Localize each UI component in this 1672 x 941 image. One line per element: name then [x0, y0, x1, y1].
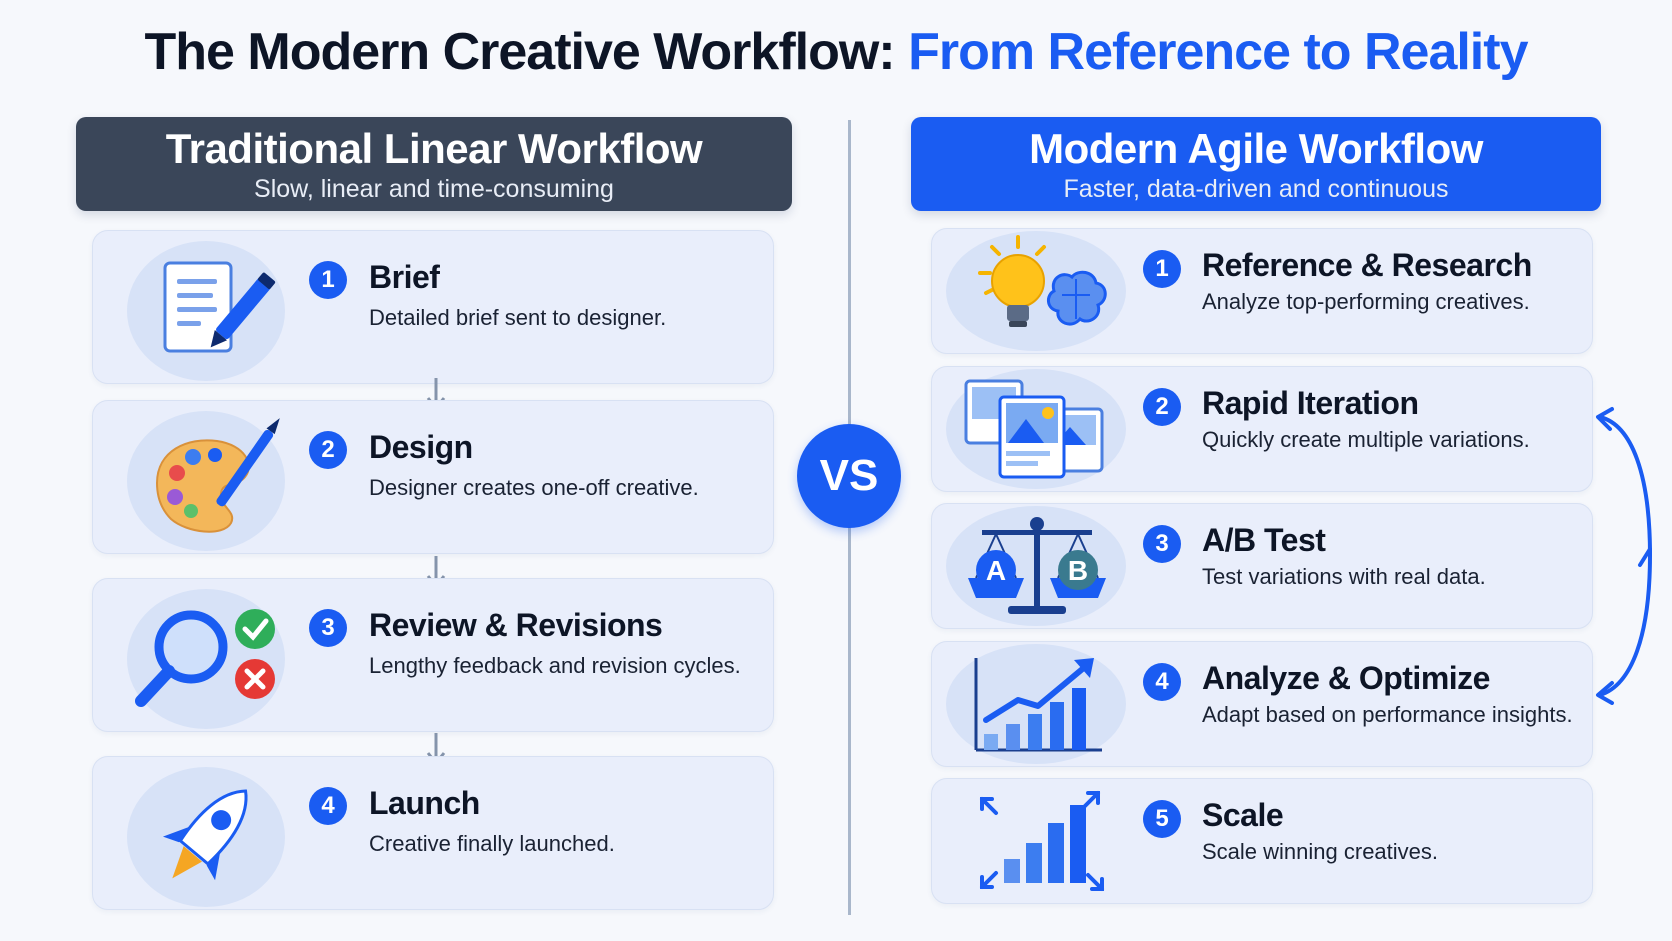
- step-description: Scale winning creatives.: [1202, 839, 1439, 864]
- agile-step-analyze: 4 Analyze & Optimize Adapt based on perf…: [931, 641, 1593, 767]
- magnifier-check-cross-icon: [127, 589, 285, 729]
- step-description: Designer creates one-off creative.: [369, 475, 699, 500]
- vs-badge: VS: [797, 424, 901, 528]
- step-number-badge: 1: [1143, 250, 1181, 288]
- step-title: Rapid Iteration: [1202, 385, 1419, 421]
- step-number-badge: 5: [1143, 800, 1181, 838]
- page-title: The Modern Creative Workflow: From Refer…: [0, 22, 1672, 82]
- agile-step-scale: 5 Scale Scale winning creatives.: [931, 778, 1593, 904]
- step-description: Creative finally launched.: [369, 831, 615, 856]
- lightbulb-brain-icon: [946, 231, 1126, 351]
- variant-b-label: B: [1068, 555, 1088, 586]
- traditional-step-review: 3 Review & Revisions Lengthy feedback an…: [92, 578, 774, 732]
- step-number-badge: 2: [309, 431, 347, 469]
- title-accent: From Reference to Reality: [908, 23, 1528, 81]
- step-title: Launch: [369, 785, 480, 821]
- step-description: Analyze top-performing creatives.: [1202, 289, 1530, 314]
- step-number-badge: 3: [1143, 525, 1181, 563]
- agile-step-rapid-iteration: 2 Rapid Iteration Quickly create multipl…: [931, 366, 1593, 492]
- iteration-loop-arrow-icon: [1596, 407, 1652, 705]
- traditional-workflow-subtitle: Slow, linear and time-consuming: [254, 175, 614, 203]
- step-title: Analyze & Optimize: [1202, 660, 1490, 696]
- traditional-step-brief: 1 Brief Detailed brief sent to designer.: [92, 230, 774, 384]
- step-title: A/B Test: [1202, 522, 1326, 558]
- step-description: Detailed brief sent to designer.: [369, 305, 667, 330]
- step-title: Brief: [369, 259, 440, 295]
- traditional-workflow-header: Traditional Linear Workflow Slow, linear…: [76, 117, 792, 211]
- step-title: Scale: [1202, 797, 1284, 833]
- agile-workflow-subtitle: Faster, data-driven and continuous: [1063, 175, 1449, 203]
- step-title: Review & Revisions: [369, 607, 663, 643]
- step-number-badge: 3: [309, 609, 347, 647]
- step-number-badge: 1: [309, 261, 347, 299]
- agile-step-ab-test: A B 3 A/B Test Test variations with real…: [931, 503, 1593, 629]
- step-title: Reference & Research: [1202, 247, 1532, 283]
- rocket-icon: [127, 767, 285, 907]
- variant-a-label: A: [986, 555, 1006, 586]
- step-number-badge: 4: [1143, 663, 1181, 701]
- step-number-badge: 4: [309, 787, 347, 825]
- paint-palette-icon: [127, 411, 285, 551]
- ab-scale-icon: A B: [946, 506, 1126, 626]
- traditional-workflow-title: Traditional Linear Workflow: [165, 125, 703, 172]
- step-title: Design: [369, 429, 473, 465]
- step-description: Quickly create multiple variations.: [1202, 427, 1530, 452]
- growth-chart-icon: [946, 644, 1126, 764]
- scale-up-chart-icon: [946, 781, 1126, 901]
- step-description: Adapt based on performance insights.: [1202, 702, 1573, 727]
- title-main: The Modern Creative Workflow:: [144, 23, 895, 81]
- agile-workflow-header: Modern Agile Workflow Faster, data-drive…: [911, 117, 1601, 211]
- step-description: Lengthy feedback and revision cycles.: [369, 653, 741, 678]
- traditional-step-launch: 4 Launch Creative finally launched.: [92, 756, 774, 910]
- step-number-badge: 2: [1143, 388, 1181, 426]
- traditional-step-design: 2 Design Designer creates one-off creati…: [92, 400, 774, 554]
- agile-step-reference: 1 Reference & Research Analyze top-perfo…: [931, 228, 1593, 354]
- agile-workflow-title: Modern Agile Workflow: [1029, 125, 1483, 172]
- step-description: Test variations with real data.: [1202, 564, 1486, 589]
- document-pen-icon: [127, 241, 285, 381]
- image-stack-icon: [946, 369, 1126, 489]
